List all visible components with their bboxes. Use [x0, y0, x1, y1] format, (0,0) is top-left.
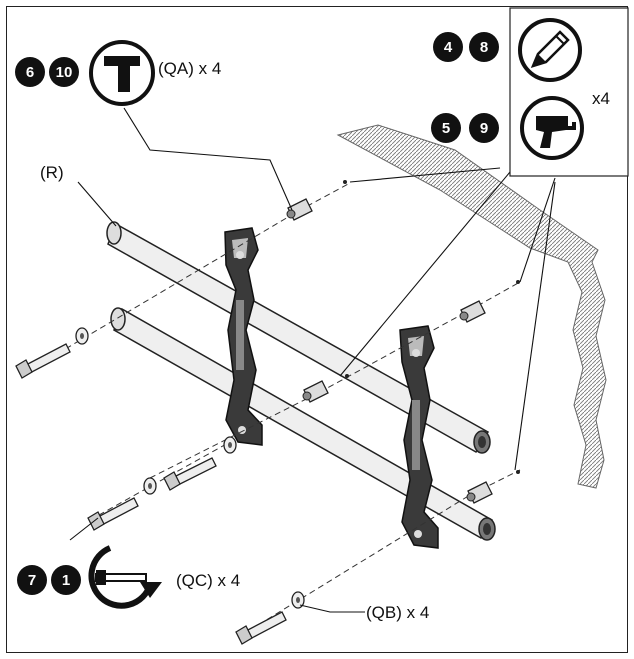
- washer: [75, 327, 89, 345]
- wall-anchor: [466, 481, 493, 504]
- step-badge: 9: [469, 113, 499, 143]
- lag-bolt: [15, 343, 71, 379]
- svg-text:9: 9: [480, 120, 488, 137]
- drill-icon: [520, 96, 584, 160]
- step-badge: 10: [49, 57, 79, 87]
- washer: [291, 591, 305, 609]
- right-wall-bracket: [399, 325, 439, 549]
- pencil-drill-quantity: x4: [592, 89, 610, 108]
- step-badge: 8: [469, 32, 499, 62]
- hammer-icon: [89, 40, 155, 106]
- lag-bolt: [163, 457, 217, 491]
- washer: [223, 436, 237, 454]
- wall-anchor: [286, 198, 313, 221]
- step-badge: 7: [17, 565, 47, 595]
- wall-anchor: [459, 300, 486, 323]
- lower-rail: [110, 307, 496, 541]
- drill-holes: [343, 180, 520, 474]
- svg-text:4: 4: [444, 39, 453, 56]
- svg-text:5: 5: [442, 120, 450, 137]
- left-wall-bracket: [224, 227, 263, 446]
- pencil-icon: [518, 18, 582, 82]
- svg-text:7: 7: [28, 572, 36, 589]
- svg-text:10: 10: [56, 64, 73, 81]
- qb-quantity-label: (QB) x 4: [366, 603, 429, 622]
- wrench-turn-icon: [88, 545, 162, 609]
- step-badge: 5: [431, 113, 461, 143]
- step-badge: 1: [51, 565, 81, 595]
- wall-anchor: [302, 380, 329, 403]
- lag-bolt: [87, 497, 139, 531]
- lag-bolt: [235, 611, 287, 645]
- upper-rail: [106, 221, 491, 454]
- qc-quantity-label: (QC) x 4: [176, 571, 240, 590]
- wall-section: [336, 124, 607, 489]
- svg-text:6: 6: [26, 64, 34, 81]
- svg-text:1: 1: [62, 572, 70, 589]
- rail-label: (R): [40, 163, 64, 182]
- svg-text:8: 8: [480, 39, 488, 56]
- leader-lines: [69, 107, 556, 613]
- step-badge: 4: [433, 32, 463, 62]
- washer: [143, 477, 157, 495]
- qa-quantity-label: (QA) x 4: [158, 59, 221, 78]
- diagram-border: [6, 6, 628, 653]
- step-badge: 6: [15, 57, 45, 87]
